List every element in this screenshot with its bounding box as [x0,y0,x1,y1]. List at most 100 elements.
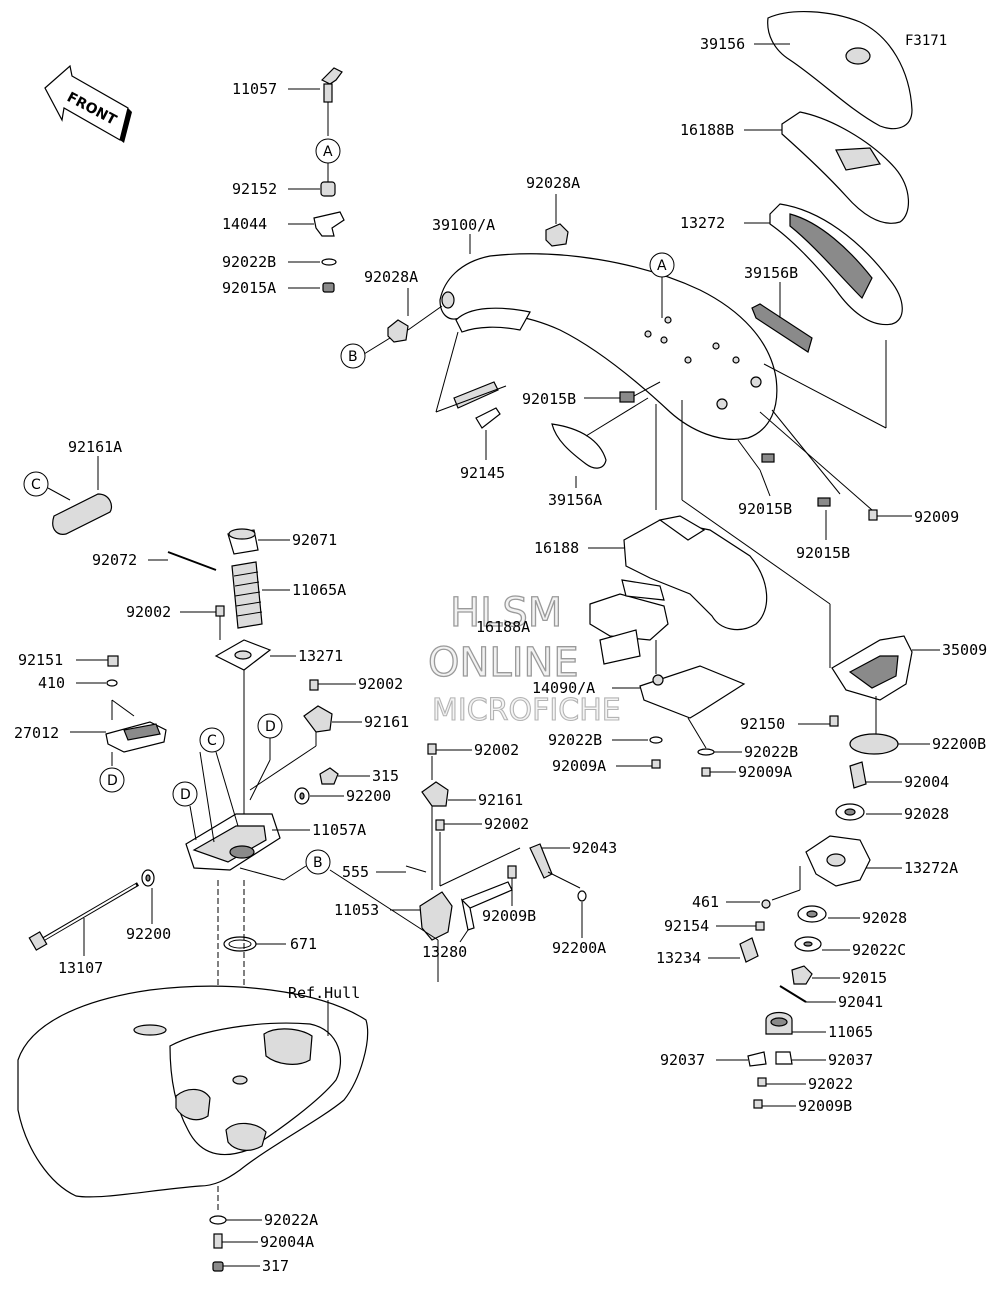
washer-92022B-right [697,748,715,756]
bolt-92002-c [427,743,437,755]
part-labels: 39156 16188B 13272 39156B 92028A 39100/A… [14,35,987,1275]
nut-461 [761,899,771,909]
svg-text:HLSM: HLSM [450,590,562,636]
label-92072: 92072 [92,551,137,569]
label-92200B: 92200B [932,735,986,753]
grille-13272 [744,203,903,326]
label-92022: 92022 [808,1075,853,1093]
plate-13272A [771,835,902,901]
label-92152: 92152 [232,180,277,198]
label-39100A: 39100/A [432,216,495,234]
label-92022A: 92022A [264,1211,318,1229]
label-555: 555 [342,863,369,881]
label-11053: 11053 [334,901,379,919]
label-35009: 35009 [942,641,987,659]
label-92161A: 92161A [68,438,122,456]
callout-b-top [340,343,366,369]
label-315: 315 [372,767,399,785]
svg-text:A: A [323,144,333,160]
label-92043: 92043 [572,839,617,857]
label-92002-b: 92002 [358,675,403,693]
label-92037-b: 92037 [828,1051,873,1069]
cap-92071 [227,528,290,555]
label-410: 410 [38,674,65,692]
svg-text:ONLINE: ONLINE [428,640,579,686]
svg-text:D: D [180,787,191,803]
foam-16188 [588,515,768,631]
label-13280: 13280 [422,943,467,961]
upper-left-stack: A [288,67,345,293]
figure-code: F3171 [905,33,947,49]
oring-671 [223,936,286,952]
bracket-35009 [831,635,940,701]
bolt-92150 [829,715,839,727]
lever-92043 [439,843,581,889]
label-92041: 92041 [838,993,883,1011]
nut-92022 [757,1077,767,1087]
label-92022B-top: 92022B [222,253,276,271]
washer-92200-b [141,869,155,924]
label-92022B-mid: 92022B [548,731,602,749]
label-92022C: 92022C [852,941,906,959]
svg-text:MICROFICHE: MICROFICHE [432,693,621,728]
label-39156B: 39156B [744,264,798,282]
label-16188: 16188 [534,539,579,557]
bolt-13107 [28,882,140,956]
washer-92200A [577,890,587,902]
stud-92004A [213,1233,223,1249]
foam-16188A [589,579,669,665]
svg-text:B: B [313,855,323,871]
washer-92022A [209,1215,227,1225]
label-16188B: 16188B [680,121,734,139]
svg-text:D: D [107,773,118,789]
label-671: 671 [290,935,317,953]
bolt-92009A-a [651,759,661,769]
nut-92015 [791,965,840,985]
label-92004: 92004 [904,773,949,791]
grommet-13234 [708,937,759,963]
plate-39156B [751,282,813,353]
label-92028A-left: 92028A [364,268,418,286]
washer-92022C [794,936,850,952]
label-92200-b: 92200 [126,925,171,943]
pin-92041 [779,985,836,1003]
callout-b-box [305,849,331,875]
label-92037-a: 92037 [660,1051,705,1069]
label-92071: 92071 [292,531,337,549]
label-92002-a: 92002 [126,603,171,621]
cover-39156 [754,11,913,130]
label-92015B-a: 92015B [522,390,576,408]
nut-317 [212,1261,224,1272]
clip-92015B-b [737,439,775,497]
ref-hull-label: Ref.Hull [288,984,360,1002]
spring-92145 [435,331,507,460]
bolt-92002-b [309,679,319,691]
svg-text:D: D [265,719,276,735]
label-92200A: 92200A [552,939,606,957]
pad-92161A [47,456,113,535]
label-13272A: 13272A [904,859,958,877]
label-92022B-right: 92022B [744,743,798,761]
label-92028A-top: 92028A [526,174,580,192]
bolt-92028A-top [545,194,569,247]
tray-14090A [612,640,746,719]
label-92009B-b: 92009B [798,1097,852,1115]
label-16188A: 16188A [476,618,530,636]
pin-555 [405,865,427,873]
callout-d-left [99,767,125,793]
label-92009B-a: 92009B [482,907,536,925]
callout-d-box [172,781,198,807]
label-14090A: 14090/A [532,679,595,697]
latch-27012 [70,699,167,766]
cover-16188B [744,111,910,224]
label-92154: 92154 [664,917,709,935]
label-14044: 14044 [222,215,267,233]
cap-11065 [765,1011,826,1035]
label-13107: 13107 [58,959,103,977]
label-13234: 13234 [656,949,701,967]
clip-92161-a [249,705,362,791]
label-11057: 11057 [232,80,277,98]
box-11057A [185,813,310,871]
label-92002-d: 92002 [484,815,529,833]
bolt-92151 [107,655,119,667]
